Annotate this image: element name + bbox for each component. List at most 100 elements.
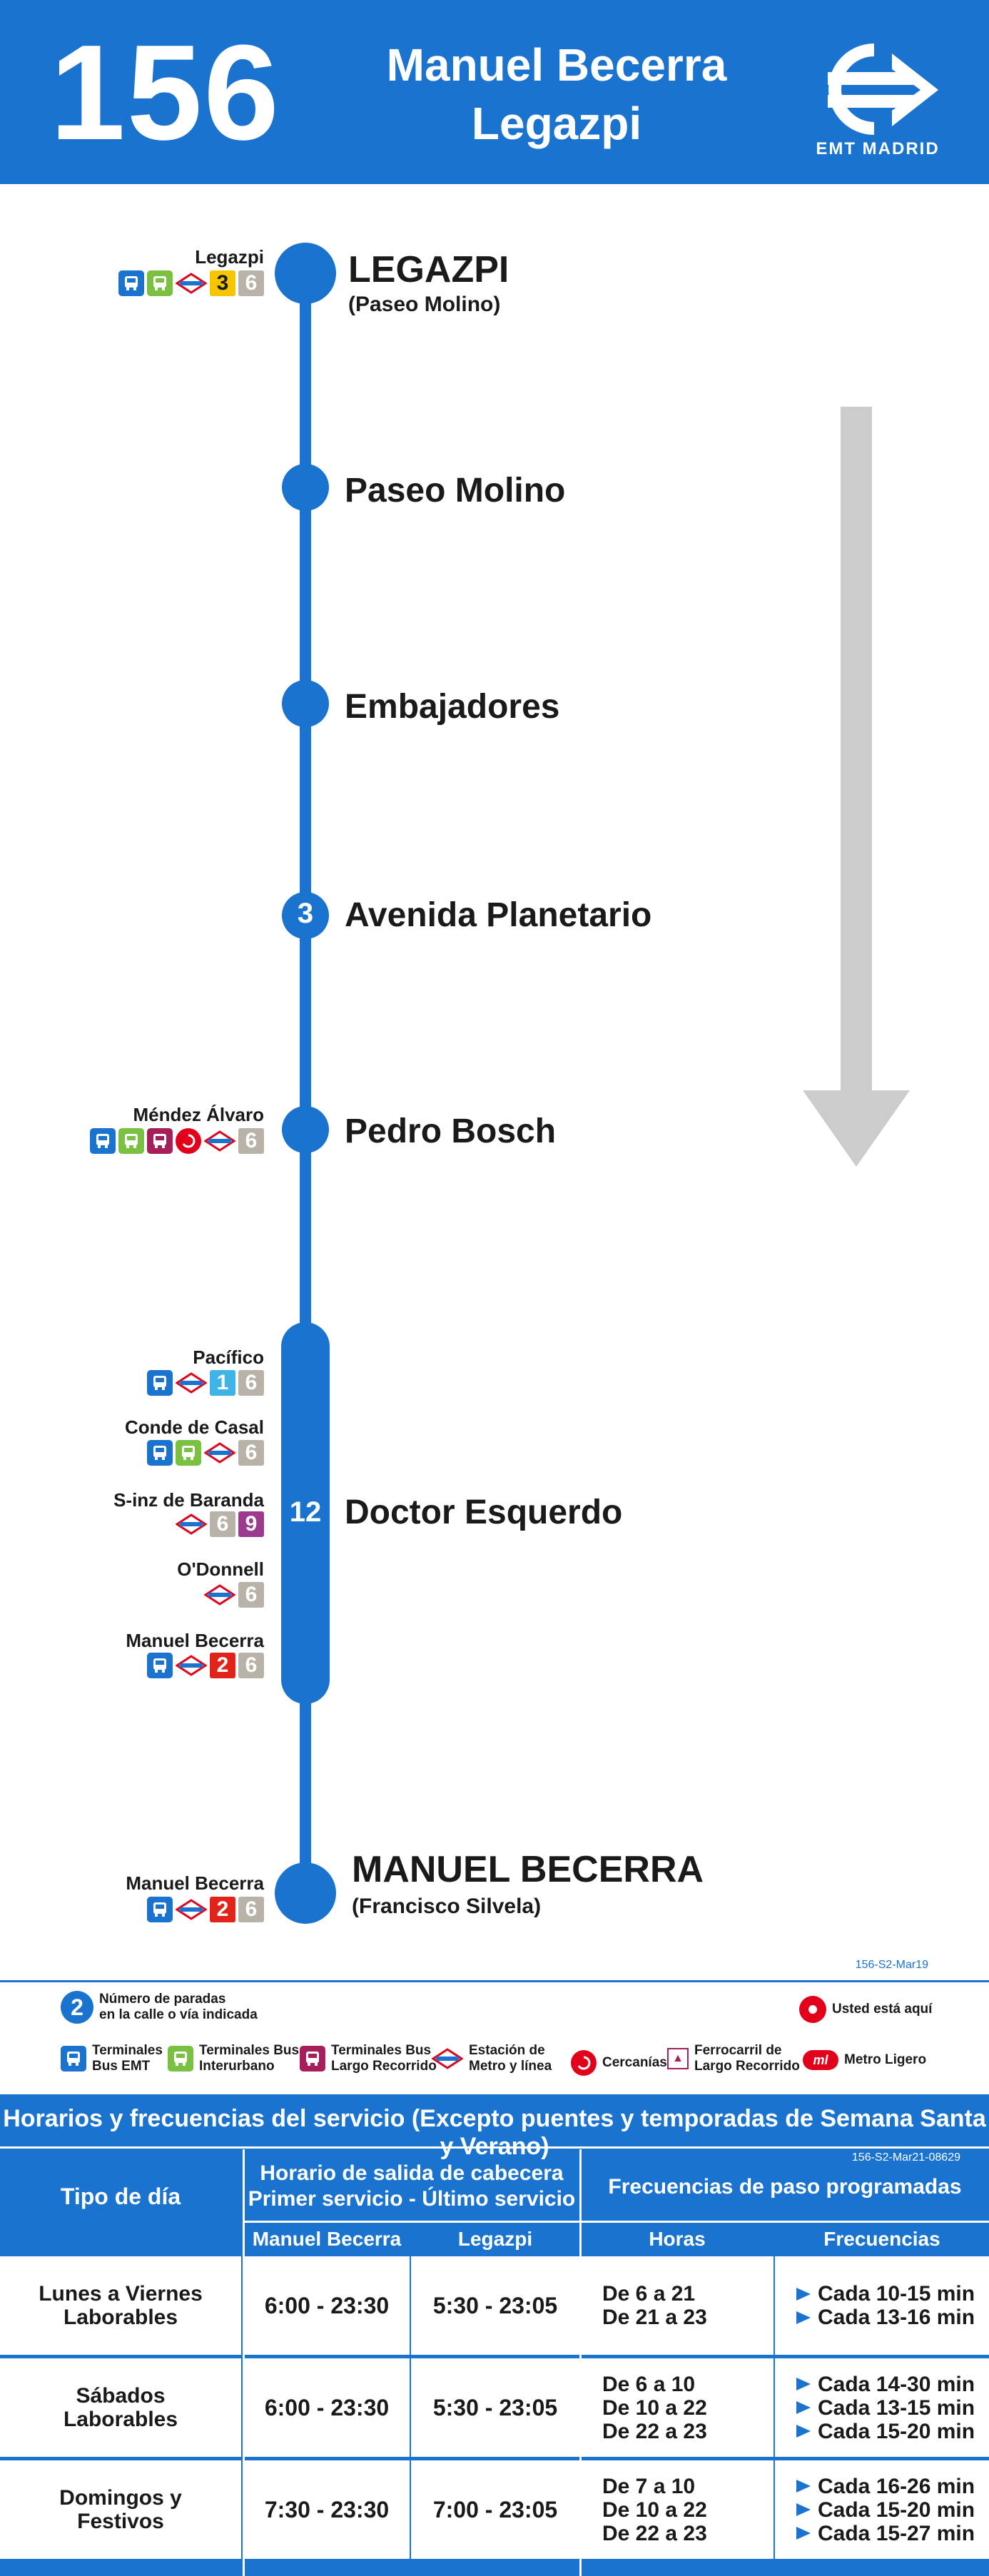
correspondence-label: Manuel Becerra (126, 1872, 264, 1894)
timetable-title: Horarios y frecuencias del servicio (Exc… (3, 2105, 986, 2160)
metro-line-badge: 2 (210, 1897, 235, 1922)
line-number: 156 (50, 17, 281, 168)
metro-icon (176, 270, 207, 296)
sub-header-horas: Horas (649, 2228, 706, 2250)
train-icon: ▲ (667, 2048, 689, 2069)
interurban-bus-icon (176, 1440, 201, 1466)
stop-count-avenida-planetario: 3 (297, 898, 314, 929)
col-freq-header: Frecuencias de paso programadas (608, 2175, 962, 2199)
interurban-bus-icon (147, 270, 173, 296)
sub-header-frecuencias: Frecuencias (823, 2228, 940, 2250)
correspondence-label: S-inz de Baranda (113, 1489, 264, 1511)
col-separator (579, 2149, 582, 2576)
route-title: Manuel Becerra Legazpi (357, 36, 756, 153)
stop-marker-embajadores (282, 680, 329, 727)
correspondence-icons: 6 (90, 1127, 264, 1155)
stop-name-doctor-esquerdo: Doctor Esquerdo (345, 1494, 623, 1531)
legend-metro-ligero: ml Metro Ligero (803, 2050, 926, 2070)
first-last-manuel-becerra-cell: 6:00 - 23:30 (244, 2256, 410, 2355)
metro-line-badge: 6 (238, 1582, 264, 1608)
metro-line-badge: 6 (238, 1653, 264, 1678)
arrow-right-icon (796, 2401, 811, 2414)
long-distance-bus-icon (300, 2046, 325, 2072)
correspondence-label: Pacífico (193, 1347, 264, 1368)
legend-cercanias: Cercanías (571, 2050, 667, 2076)
you-are-here-icon (799, 1996, 826, 2023)
first-last-legazpi-cell: 5:30 - 23:05 (411, 2358, 579, 2457)
metro-icon (204, 1582, 235, 1608)
route-destination: Legazpi (471, 98, 642, 149)
arrow-right-icon (796, 2378, 811, 2390)
first-last-manuel-becerra-cell: 7:30 - 23:30 (244, 2460, 410, 2559)
correspondence-label: Legazpi (195, 246, 264, 268)
stop-name-manuel-becerra: MANUEL BECERRA (352, 1849, 704, 1890)
arrow-right-icon (796, 2480, 811, 2493)
header-banner: 156 Manuel Becerra Legazpi EMT MADRID (0, 0, 989, 184)
col-day-header: Tipo de día (60, 2184, 181, 2209)
arrow-right-icon (796, 2503, 811, 2516)
metro-line-badge: 6 (238, 1370, 264, 1396)
sub-header-manuel-becerra: Manuel Becerra (252, 2228, 402, 2250)
metro-icon (176, 1511, 207, 1537)
first-last-manuel-becerra-cell: 6:00 - 23:30 (244, 2358, 410, 2457)
stop-marker-doctor-esquerdo (281, 1322, 330, 1704)
metro-icon (204, 1440, 235, 1466)
legend: 2 Número de paradas en la calle o vía in… (0, 1980, 989, 2091)
route-diagram (275, 243, 336, 1924)
correspondence-icons: 6 (204, 1581, 264, 1608)
bus-icon (147, 1897, 173, 1922)
metro-line-badge: 6 (238, 1128, 264, 1154)
cercanias-icon (176, 1128, 201, 1154)
stop-marker-pedro-bosch (282, 1106, 329, 1153)
legend-stop-count: 2 Número de paradas en la calle o vía in… (61, 1991, 258, 2024)
row-separator (244, 2221, 989, 2223)
bus-icon (61, 2046, 86, 2072)
first-last-legazpi-cell: 5:30 - 23:05 (411, 2256, 579, 2355)
legend-you-are-here: Usted está aquí (799, 1996, 932, 2023)
logo-text: EMT MADRID (816, 139, 940, 158)
timetable-divider (0, 2146, 989, 2149)
correspondence-label: Conde de Casal (124, 1416, 264, 1438)
stop-count-icon: 2 (61, 1991, 93, 2024)
direction-arrow-icon (803, 407, 910, 1167)
stop-count-doctor-esquerdo: 12 (289, 1496, 322, 1528)
emt-logo: EMT MADRID (806, 39, 949, 161)
arrow-right-icon (796, 2425, 811, 2438)
stop-marker-avenida-planetario (282, 892, 329, 939)
bus-icon (118, 270, 144, 296)
legend-divider (0, 1980, 989, 1982)
arrow-right-icon (796, 2311, 811, 2324)
route-origin: Manuel Becerra (386, 39, 727, 91)
arrow-right-icon (796, 2287, 811, 2301)
timetable-code: 156-S2-Mar21-08629 (851, 2151, 960, 2164)
metro-icon (176, 1897, 207, 1922)
metro-icon (432, 2046, 463, 2072)
metro-line-badge: 6 (210, 1511, 235, 1537)
stop-name-pedro-bosch: Pedro Bosch (345, 1112, 557, 1150)
correspondence-icons: 6 (147, 1439, 264, 1466)
emt-logo-icon (828, 44, 938, 135)
arrow-right-icon (796, 2527, 811, 2540)
stop-marker-paseo-molino (282, 464, 329, 511)
long-distance-bus-icon (147, 1128, 173, 1154)
stop-name-embajadores: Embajadores (345, 688, 560, 726)
stop-name-avenida-planetario: Avenida Planetario (345, 896, 652, 934)
bus-icon (147, 1370, 173, 1396)
cercanias-icon (571, 2050, 597, 2076)
metro-line-badge: 2 (210, 1653, 235, 1678)
metro-line-badge: 1 (210, 1370, 235, 1396)
sub-header-legazpi: Legazpi (457, 2228, 533, 2250)
bus-icon (90, 1128, 116, 1154)
